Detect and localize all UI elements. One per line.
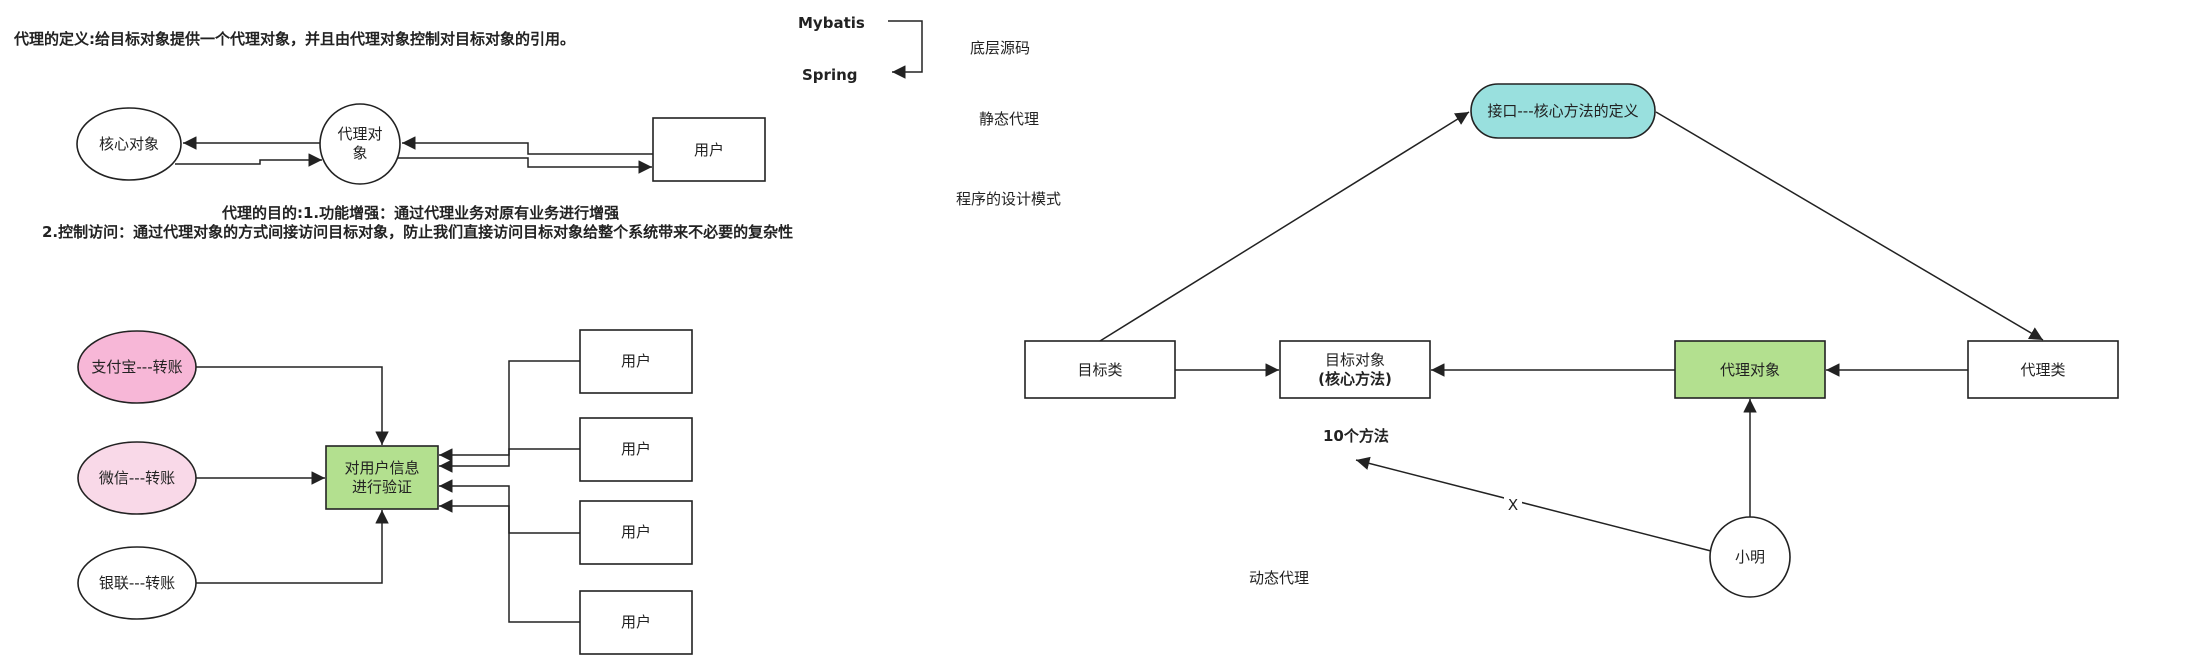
user-node-2[interactable] [579, 417, 693, 482]
purpose-line1: 代理的目的:1.功能增强：通过代理业务对原有业务进行增强 [221, 204, 619, 222]
xiaoming-to-methods-blocked-arrow [1355, 456, 1712, 552]
alipay-to-verify-arrow [196, 366, 389, 445]
proxy-object-node[interactable] [319, 103, 401, 185]
purpose-line2: 2.控制访问：通过代理对象的方式间接访问目标对象，防止我们直接访问目标对象给整个… [42, 223, 793, 241]
static-proxy-label: 静态代理 [979, 110, 1039, 128]
proxy-object-label-line1: 代理对 [337, 125, 382, 143]
proxy-class-label: 代理类 [2020, 361, 2065, 379]
spring-label: Spring [802, 66, 858, 84]
bottom-source-label: 底层源码 [970, 39, 1030, 57]
proxy-object-box-label: 代理对象 [1720, 361, 1780, 379]
unionpay-to-verify-arrow [196, 510, 389, 584]
x-mark: X [1508, 496, 1518, 514]
design-pattern-label: 程序的设计模式 [956, 190, 1061, 208]
proxy-to-user-arrow [398, 157, 652, 174]
alipay-label: 支付宝---转账 [91, 358, 182, 376]
mybatis-spring-connector [888, 20, 923, 79]
proxy-object-label-line2: 象 [352, 144, 367, 162]
dynamic-proxy-label: 动态代理 [1249, 569, 1309, 587]
user-to-proxy-arrow [402, 136, 653, 155]
target-object-label-line1: 目标对象 [1325, 351, 1385, 369]
mybatis-label: Mybatis [798, 14, 865, 32]
user-node[interactable] [652, 117, 766, 182]
interface-node[interactable] [1470, 83, 1656, 139]
target-class-to-interface-arrow [1099, 111, 1470, 342]
user1-to-verify-arrow [439, 360, 580, 473]
target-object-node[interactable] [1279, 340, 1431, 399]
definition-text: 代理的定义:给目标对象提供一个代理对象，并且由代理对象控制对目标对象的引用。 [13, 30, 575, 48]
core-object-label: 核心对象 [99, 135, 159, 153]
target-class-node[interactable] [1024, 340, 1176, 399]
user-node-1[interactable] [579, 329, 693, 394]
target-object-label-line2: (核心方法) [1318, 370, 1392, 388]
user-label-3: 用户 [621, 523, 651, 541]
interface-label: 接口---核心方法的定义 [1487, 102, 1638, 120]
interface-to-proxy-class-arrow [1655, 111, 2044, 341]
x-mark-background [1504, 494, 1522, 514]
unionpay-label: 银联---转账 [99, 574, 175, 592]
verify-label-line2: 进行验证 [352, 478, 412, 496]
user4-to-verify-arrow [439, 499, 580, 623]
target-class-label: 目标类 [1077, 361, 1122, 379]
user-label-1: 用户 [621, 352, 651, 370]
user-label-2: 用户 [621, 440, 651, 458]
wechat-label: 微信---转账 [99, 469, 175, 487]
user-label: 用户 [694, 141, 724, 159]
user-label-4: 用户 [621, 613, 651, 631]
user2-to-verify-arrow [439, 448, 580, 462]
proxy-object-box[interactable] [1674, 340, 1826, 399]
verify-label-line1: 对用户信息 [344, 459, 419, 477]
ten-methods-label: 10个方法 [1323, 427, 1389, 445]
verify-node[interactable] [325, 445, 439, 510]
xiaoming-label: 小明 [1735, 548, 1765, 566]
core-object-node[interactable] [76, 107, 182, 181]
core-to-proxy-arrow [175, 153, 322, 167]
